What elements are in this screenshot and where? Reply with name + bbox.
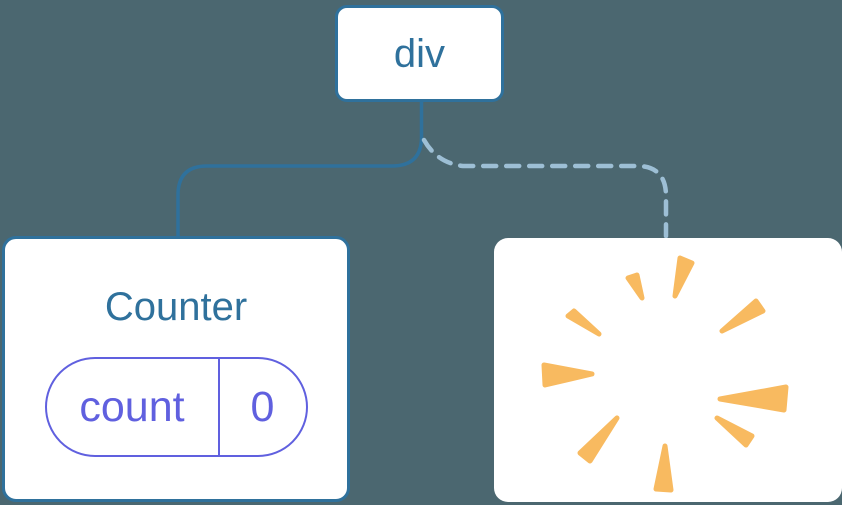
node-counter: Counter count 0 xyxy=(2,236,350,502)
poof-ray xyxy=(717,384,789,413)
state-key-label: count xyxy=(47,359,220,455)
poof-ray xyxy=(565,308,602,337)
counter-node-label: Counter xyxy=(104,285,248,329)
poof-ray xyxy=(714,415,755,448)
poof-ray xyxy=(541,362,595,388)
poof-ray xyxy=(719,298,766,334)
div-node-label: div xyxy=(393,31,446,76)
node-removed xyxy=(494,238,842,502)
poof-ray xyxy=(625,272,645,301)
poof-burst-icon xyxy=(541,255,789,493)
poof-ray xyxy=(653,443,674,493)
state-value-label: 0 xyxy=(250,382,275,431)
dashed-connector-line xyxy=(421,137,669,239)
poof-ray xyxy=(672,255,695,299)
poof-ray xyxy=(577,415,620,464)
solid-connector-line xyxy=(176,99,424,239)
node-div: div xyxy=(335,5,504,102)
state-pill: count 0 xyxy=(44,357,308,457)
